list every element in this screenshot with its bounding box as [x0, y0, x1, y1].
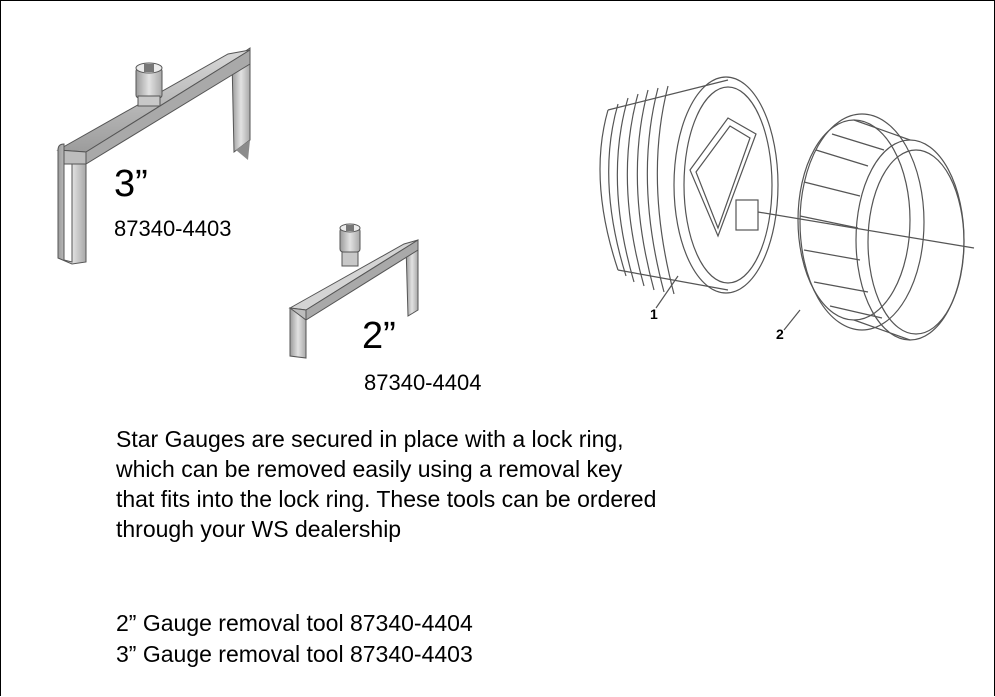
parts-list: 2” Gauge removal tool 87340-4404 3” Gaug…	[116, 608, 473, 670]
parts-list-item: 3” Gauge removal tool 87340-4403	[116, 641, 473, 667]
description-line: which can be removed easily using a remo…	[116, 456, 623, 482]
callout-1: 1	[650, 306, 658, 322]
callout-2: 2	[776, 326, 784, 342]
large-tool-part-number: 87340-4403	[114, 216, 232, 241]
description-line: that fits into the lock ring. These tool…	[116, 486, 657, 512]
small-removal-tool-image	[288, 223, 419, 359]
large-removal-tool-image	[56, 47, 251, 265]
gauge-lock-ring-diagram	[599, 76, 975, 341]
small-tool-size: 2”	[362, 315, 396, 357]
small-tool-part-number: 87340-4404	[364, 370, 482, 395]
parts-list-item: 2” Gauge removal tool 87340-4404	[116, 610, 473, 636]
large-tool-size: 3”	[114, 163, 148, 205]
description-paragraph: Star Gauges are secured in place with a …	[116, 424, 676, 544]
description-line: through your WS dealership	[116, 516, 402, 542]
description-line: Star Gauges are secured in place with a …	[116, 426, 624, 452]
